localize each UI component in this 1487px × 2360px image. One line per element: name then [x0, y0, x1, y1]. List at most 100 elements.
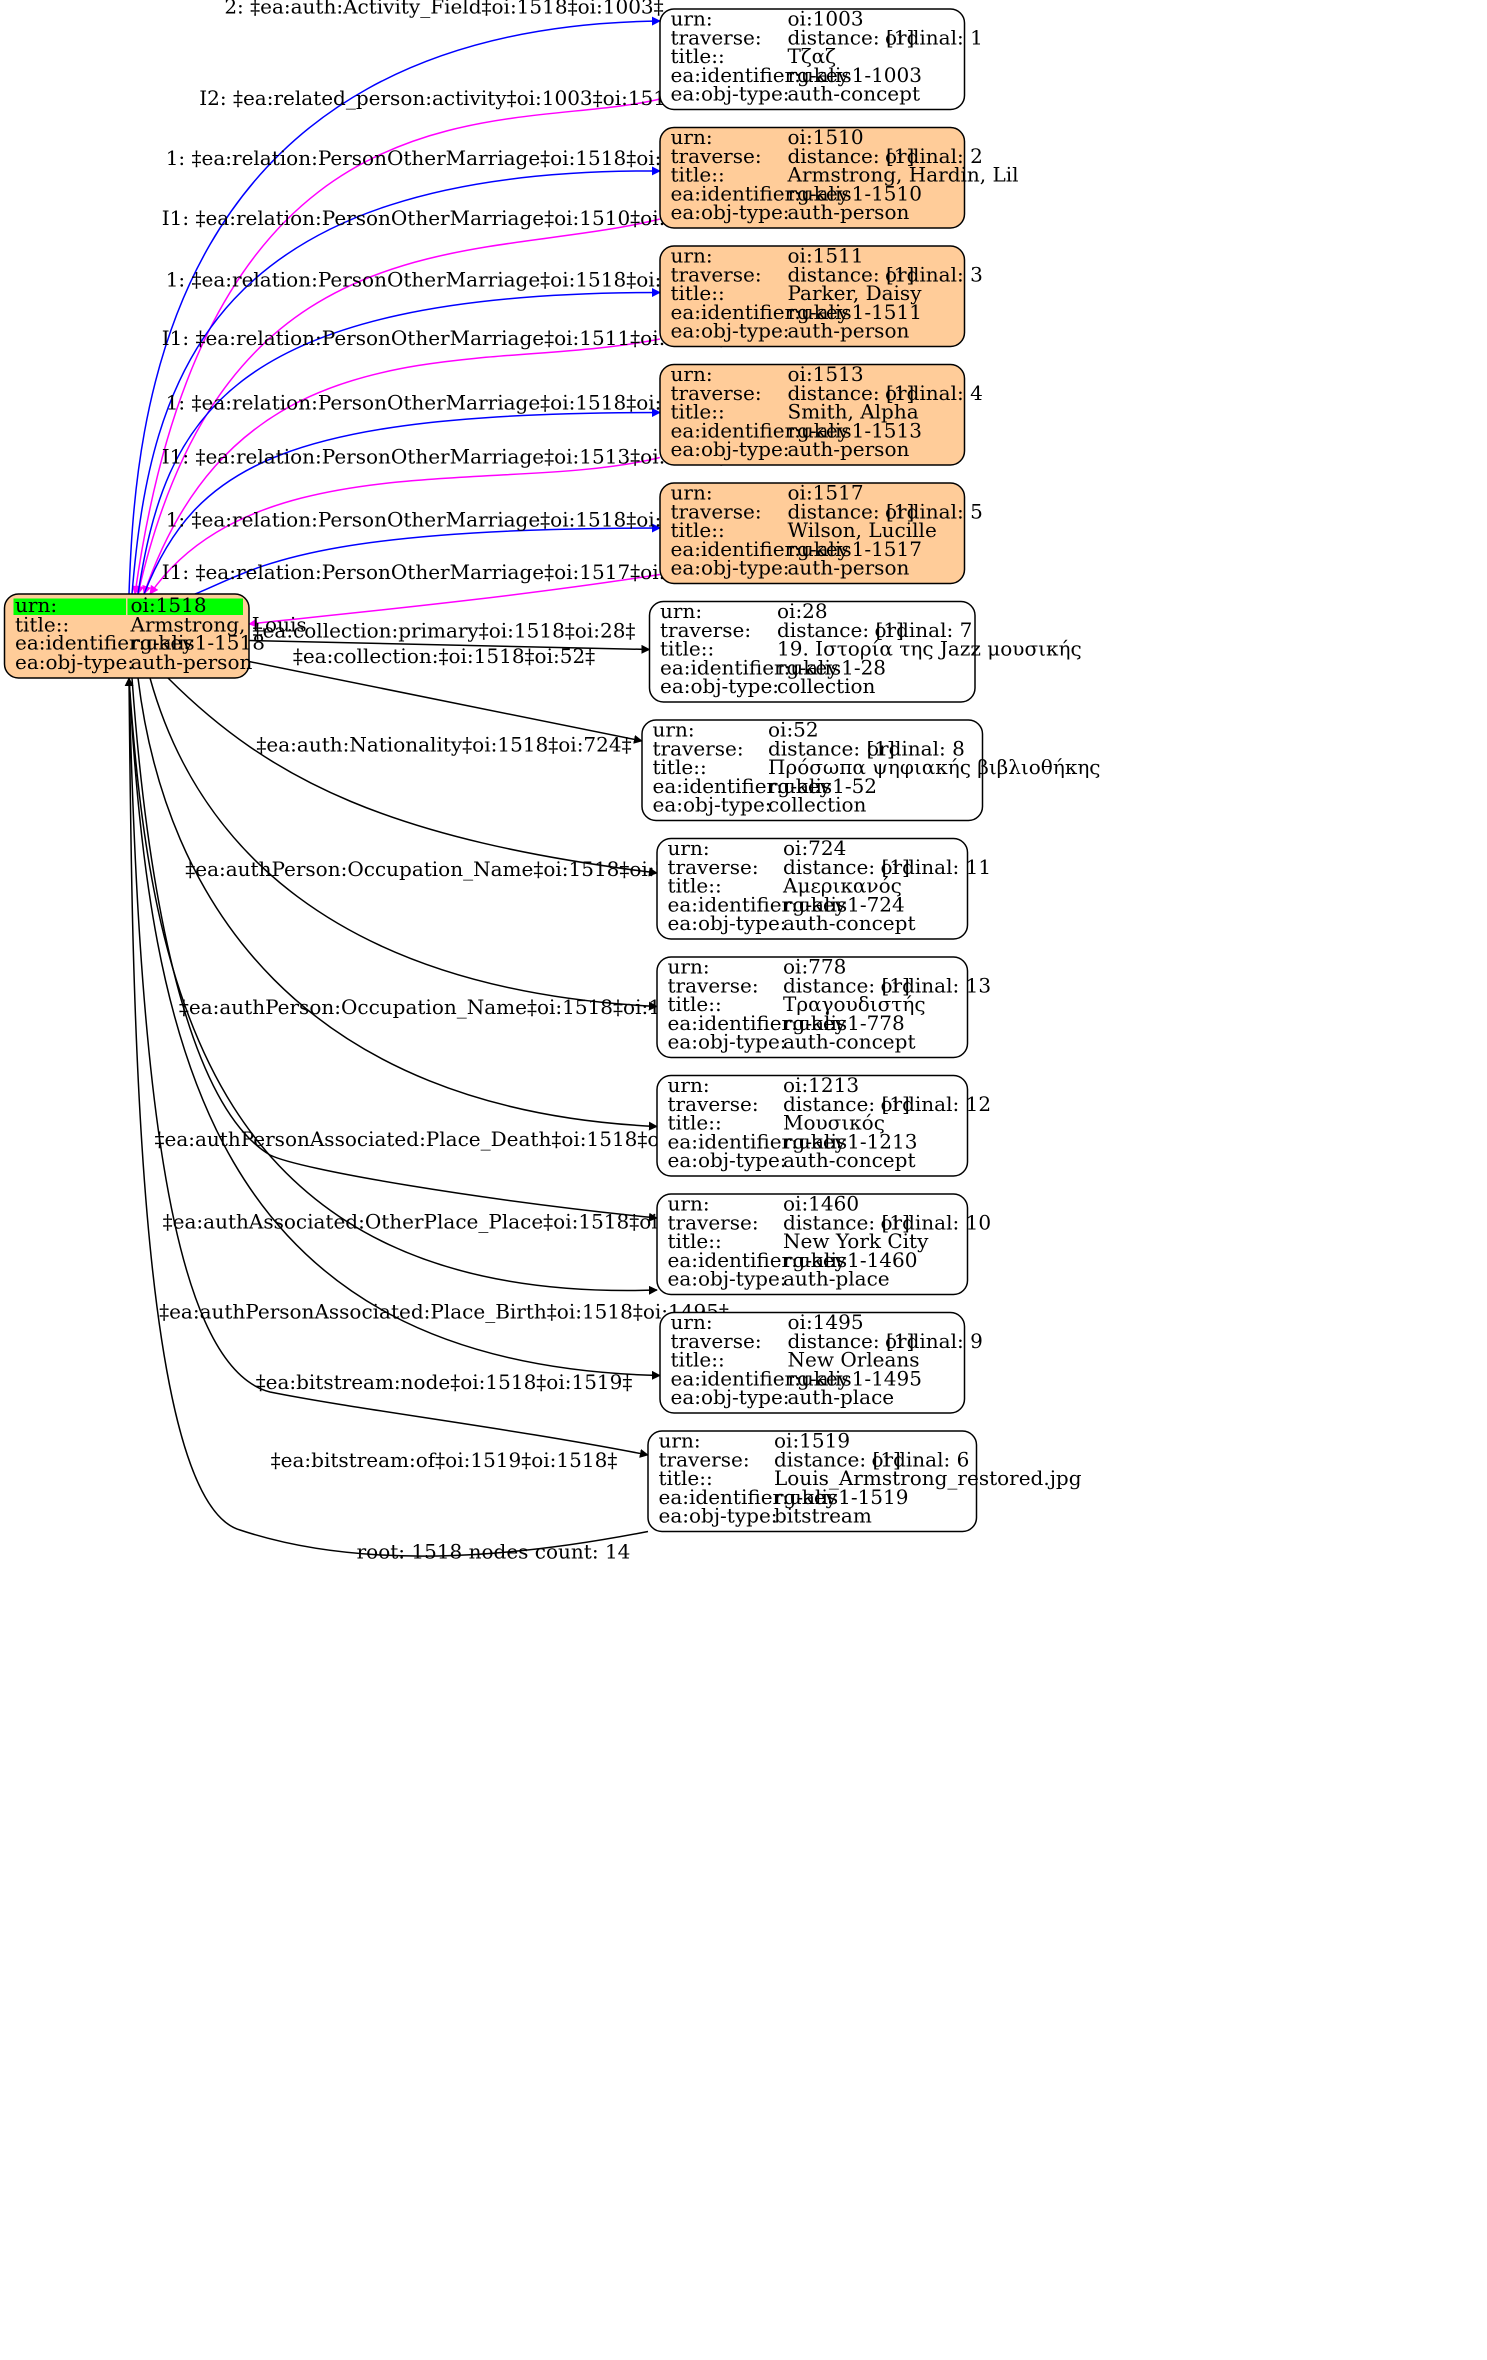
node-obj-type-value: auth-concept [783, 1030, 915, 1054]
node-obj-type-value: auth-concept [783, 911, 915, 935]
node-title-label: title:: [668, 1111, 722, 1135]
node-identifier-label: ea:identifier:ukey [660, 655, 839, 679]
node-urn-label: urn: [660, 599, 702, 623]
node-identifier-value: rg-alis1-1513 [788, 418, 922, 442]
node-identifier-value: rg-alis1-1510 [788, 181, 922, 205]
edge-e17: ‡ea:authAssociated:OtherPlace_Place‡oi:1… [128, 677, 726, 1295]
node-obj-type-label: ea:obj-type: [660, 674, 779, 698]
graph-footer: root: 1518 nodes count: 14 [357, 1540, 631, 1564]
node-urn-value: oi:52 [768, 718, 819, 742]
node-urn-label: urn: [671, 481, 713, 505]
node-title-value: Αμερικανός [782, 874, 902, 898]
node-ordinal-value: ordinal: 10 [881, 1210, 992, 1234]
root-identifier-value: rg-alis1-1518 [131, 631, 265, 655]
node-box [656, 837, 969, 940]
node-ordinal-value: ordinal: 11 [881, 855, 992, 879]
edge-label: ‡ea:collection:primary‡oi:1518‡oi:28‡ [253, 619, 636, 643]
node-title-value: 19. Ιστορία της Jazz μουσικής [777, 637, 1082, 661]
root-obj-type-value: auth-person [131, 650, 253, 674]
root-urn-label-highlight [13, 598, 126, 615]
node-identifier-value: rg-alis1-724 [783, 892, 905, 916]
edge-label: ‡ea:authPersonAssociated:Place_Death‡oi:… [155, 1127, 734, 1151]
edge-label: ‡ea:authPerson:Occupation_Name‡oi:1518‡o… [185, 857, 703, 881]
edge-line [248, 639, 651, 654]
node-title-label: title:: [671, 1348, 725, 1372]
node-obj-type-value: auth-person [788, 437, 910, 461]
edge-e19: ‡ea:bitstream:node‡oi:1518‡oi:1519‡ [128, 677, 649, 1458]
edge-label: I1: ‡ea:relation:PersonOtherMarriage‡oi:… [162, 326, 727, 350]
node-title-label: title:: [671, 518, 725, 542]
node-identifier-label: ea:identifier:ukey [668, 892, 847, 916]
node-identifier-label: ea:identifier:ukey [668, 1248, 847, 1272]
node-obj-type-value: auth-person [788, 200, 910, 224]
edge-label: ‡ea:collection:‡oi:1518‡oi:52‡ [293, 644, 595, 668]
edge-e10: I1: ‡ea:relation:PersonOtherMarriage‡oi:… [162, 560, 726, 628]
node-urn-value: oi:724 [783, 836, 846, 860]
edge-e12: ‡ea:collection:‡oi:1518‡oi:52‡ [248, 644, 643, 744]
node-traverse-label: traverse: [668, 855, 759, 879]
edge-label: ‡ea:authAssociated:OtherPlace_Place‡oi:1… [163, 1210, 726, 1234]
node-box [641, 719, 984, 822]
node-identifier-value: rg-alis1-1517 [788, 537, 922, 561]
node-traverse-value: distance: [1] [783, 855, 910, 879]
node-identifier-label: ea:identifier:ukey [671, 63, 850, 87]
node-ordinal-value: ordinal: 1 [885, 25, 983, 49]
root-node[interactable]: urn: oi:1518 title:: Armstrong, Louis ea… [3, 593, 307, 679]
node-traverse-label: traverse: [671, 262, 762, 286]
edge-line [149, 456, 661, 595]
edge-line [131, 98, 661, 595]
node-title-label: title:: [660, 637, 714, 661]
node-urn-value: oi:1510 [788, 125, 864, 149]
edge-e09: 1: ‡ea:relation:PersonOtherMarriage‡oi:1… [166, 508, 722, 595]
node-urn-label: urn: [659, 1429, 701, 1453]
node-title-value: Armstrong, Hardin, Lil [787, 163, 1019, 187]
node-identifier-label: ea:identifier:ukey [671, 537, 850, 561]
node-obj-type-value: auth-concept [788, 82, 920, 106]
node-title-value: Louis_Armstrong_restored.jpg [774, 1466, 1082, 1490]
root-urn-value-highlight [127, 598, 243, 615]
node-ordinal-value: ordinal: 2 [885, 144, 983, 168]
node-title-value: Smith, Alpha [788, 400, 919, 424]
edge-e20: ‡ea:bitstream:of‡oi:1519‡oi:1518‡ [124, 677, 649, 1557]
node-obj-type-label: ea:obj-type: [671, 200, 790, 224]
edge-e11: ‡ea:collection:primary‡oi:1518‡oi:28‡ [248, 619, 651, 654]
edge-label: ‡ea:authPersonAssociated:Place_Birth‡oi:… [159, 1300, 729, 1324]
node-title-value: New Orleans [788, 1348, 920, 1372]
node-urn-label: urn: [671, 362, 713, 386]
node-ordinal-value: ordinal: 6 [872, 1447, 970, 1471]
edge-line [131, 166, 661, 595]
node-box [656, 1193, 969, 1296]
node-urn-value: oi:1517 [788, 481, 864, 505]
node-identifier-label: ea:identifier:ukey [671, 300, 850, 324]
node-title-value: Τραγουδιστής [783, 992, 926, 1016]
node-ordinal-value: ordinal: 8 [867, 736, 965, 760]
node-box [648, 600, 976, 703]
edge-e02: I2: ‡ea:related_person:activity‡oi:1003‡… [131, 86, 689, 595]
edge-e18: ‡ea:authPersonAssociated:Place_Birth‡oi:… [128, 677, 729, 1380]
root-title-value: Armstrong, Louis [130, 613, 307, 637]
node-box [659, 363, 966, 466]
edge-line [137, 677, 658, 1131]
edge-e03: 1: ‡ea:relation:PersonOtherMarriage‡oi:1… [131, 146, 722, 595]
node-ordinal-value: ordinal: 5 [885, 499, 983, 523]
node-ordinal-value: ordinal: 12 [881, 1092, 992, 1116]
node-title-label: title:: [671, 281, 725, 305]
node-identifier-value: rg-alis1-28 [777, 655, 886, 679]
node-title-label: title:: [668, 874, 722, 898]
node-identifier-label: ea:identifier:ukey [671, 181, 850, 205]
node-obj-type-value: auth-place [788, 1385, 895, 1409]
